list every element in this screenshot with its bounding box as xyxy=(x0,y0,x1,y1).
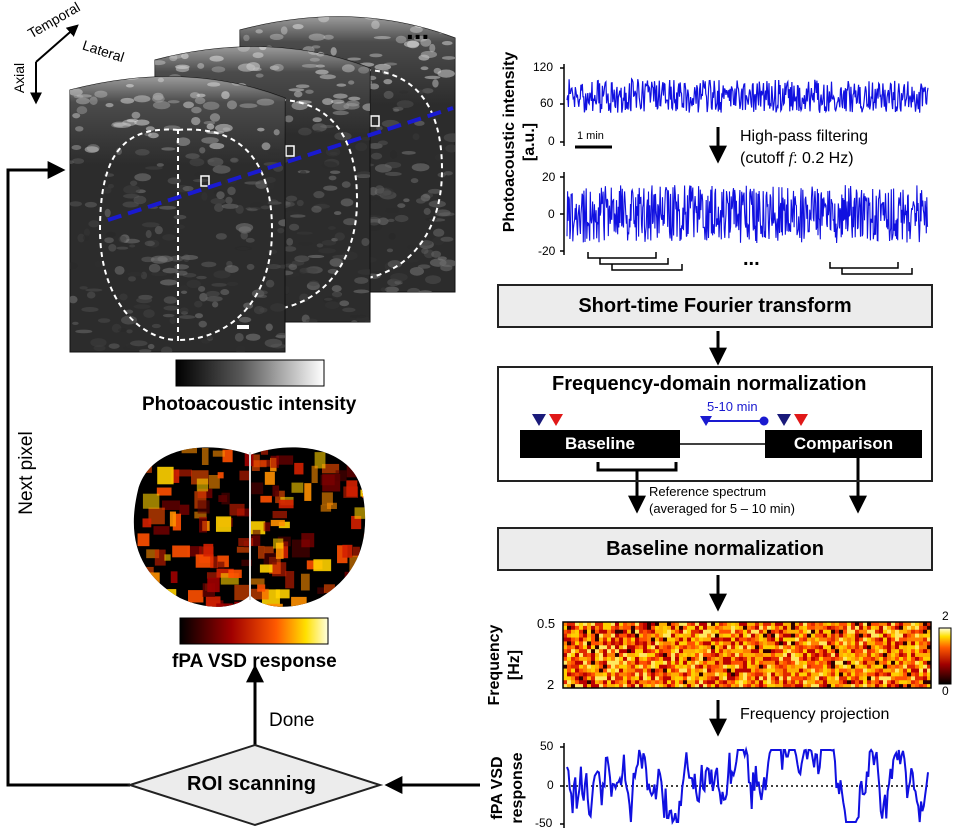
fpa-colorbar xyxy=(179,617,329,645)
pa-slice-1 xyxy=(69,76,286,353)
scan-line xyxy=(107,106,454,222)
trace2-signal xyxy=(566,185,929,244)
orientation-axes xyxy=(30,24,79,105)
trace2-ellipsis: ... xyxy=(743,248,760,270)
stack-ellipsis: ... xyxy=(406,14,430,45)
roi-scanning-diamond xyxy=(126,743,384,827)
spectrogram xyxy=(563,622,932,689)
trace1-axes xyxy=(560,64,565,146)
trace2-axes xyxy=(560,172,565,255)
axis-label-axial: Axial xyxy=(11,62,28,94)
pa-image-stack xyxy=(69,16,456,353)
freq-projection-label: Frequency projection xyxy=(740,706,890,723)
fpa-brain-map xyxy=(133,447,366,607)
trace1-scalebar-label: 1 min xyxy=(577,130,604,142)
pa-colorbar xyxy=(175,359,325,387)
trace1-signal xyxy=(566,77,929,114)
norm-box-graphics xyxy=(532,414,867,514)
trace2-tick-0: 0 xyxy=(548,207,555,221)
hp-filter-f: f xyxy=(788,150,794,167)
baseline-norm-box: Baseline normalization xyxy=(497,527,933,571)
spectrogram-ylabel: Frequency [Hz] xyxy=(486,624,523,706)
trace3-ylabel: fPA VSD response xyxy=(489,752,526,824)
next-pixel-label: Next pixel xyxy=(16,431,37,515)
norm-box xyxy=(497,366,933,482)
spectrogram-tick-05: 0.5 xyxy=(537,616,556,631)
loop-arrows xyxy=(6,161,480,794)
reference-line1: Reference spectrum xyxy=(649,484,767,499)
trace3-axes xyxy=(560,743,565,828)
hp-filter-line2: (cutoff f: 0.2 Hz) xyxy=(740,150,854,168)
comparison-bar: Comparison xyxy=(765,430,922,458)
trace2-tick-20: 20 xyxy=(542,170,556,184)
spectrogram-tick-2: 2 xyxy=(547,677,555,692)
pa-colorbar-label: Photoacoustic intensity xyxy=(142,394,357,415)
image-scale-bar xyxy=(237,325,249,329)
hp-filter-prefix: (cutoff xyxy=(740,150,789,167)
spectrogram-colorbar xyxy=(938,627,952,685)
baseline-bar: Baseline xyxy=(520,430,680,458)
spectrogram-frame xyxy=(562,621,932,689)
done-label: Done xyxy=(269,710,315,731)
trace1-tick-0: 0 xyxy=(548,134,555,148)
stft-windows xyxy=(587,252,913,275)
roi-scanning-label: ROI scanning xyxy=(187,773,316,795)
spectrogram-cbar-tick-2: 2 xyxy=(942,609,949,623)
hp-filter-suffix: : 0.2 Hz) xyxy=(793,150,854,167)
hp-filter-line1: High-pass filtering xyxy=(740,128,869,145)
trace3-signal xyxy=(566,746,929,825)
trace3-tick-neg50: -50 xyxy=(535,816,553,830)
stft-box: Short-time Fourier transform xyxy=(497,284,933,328)
norm-box-title: Frequency-domain normalization xyxy=(552,373,867,395)
norm-interval-label: 5-10 min xyxy=(707,399,758,414)
trace1-tick-120: 120 xyxy=(533,60,554,74)
reference-line2: (averaged for 5 – 10 min) xyxy=(649,501,795,516)
trace3-tick-0: 0 xyxy=(547,778,554,792)
trace3-tick-50: 50 xyxy=(540,739,554,753)
trace2-tick-neg20: -20 xyxy=(538,244,556,258)
fpa-colorbar-label: fPA VSD response xyxy=(172,651,337,672)
trace1-tick-60: 60 xyxy=(540,96,554,110)
spectrogram-cbar-tick-0: 0 xyxy=(942,684,949,698)
